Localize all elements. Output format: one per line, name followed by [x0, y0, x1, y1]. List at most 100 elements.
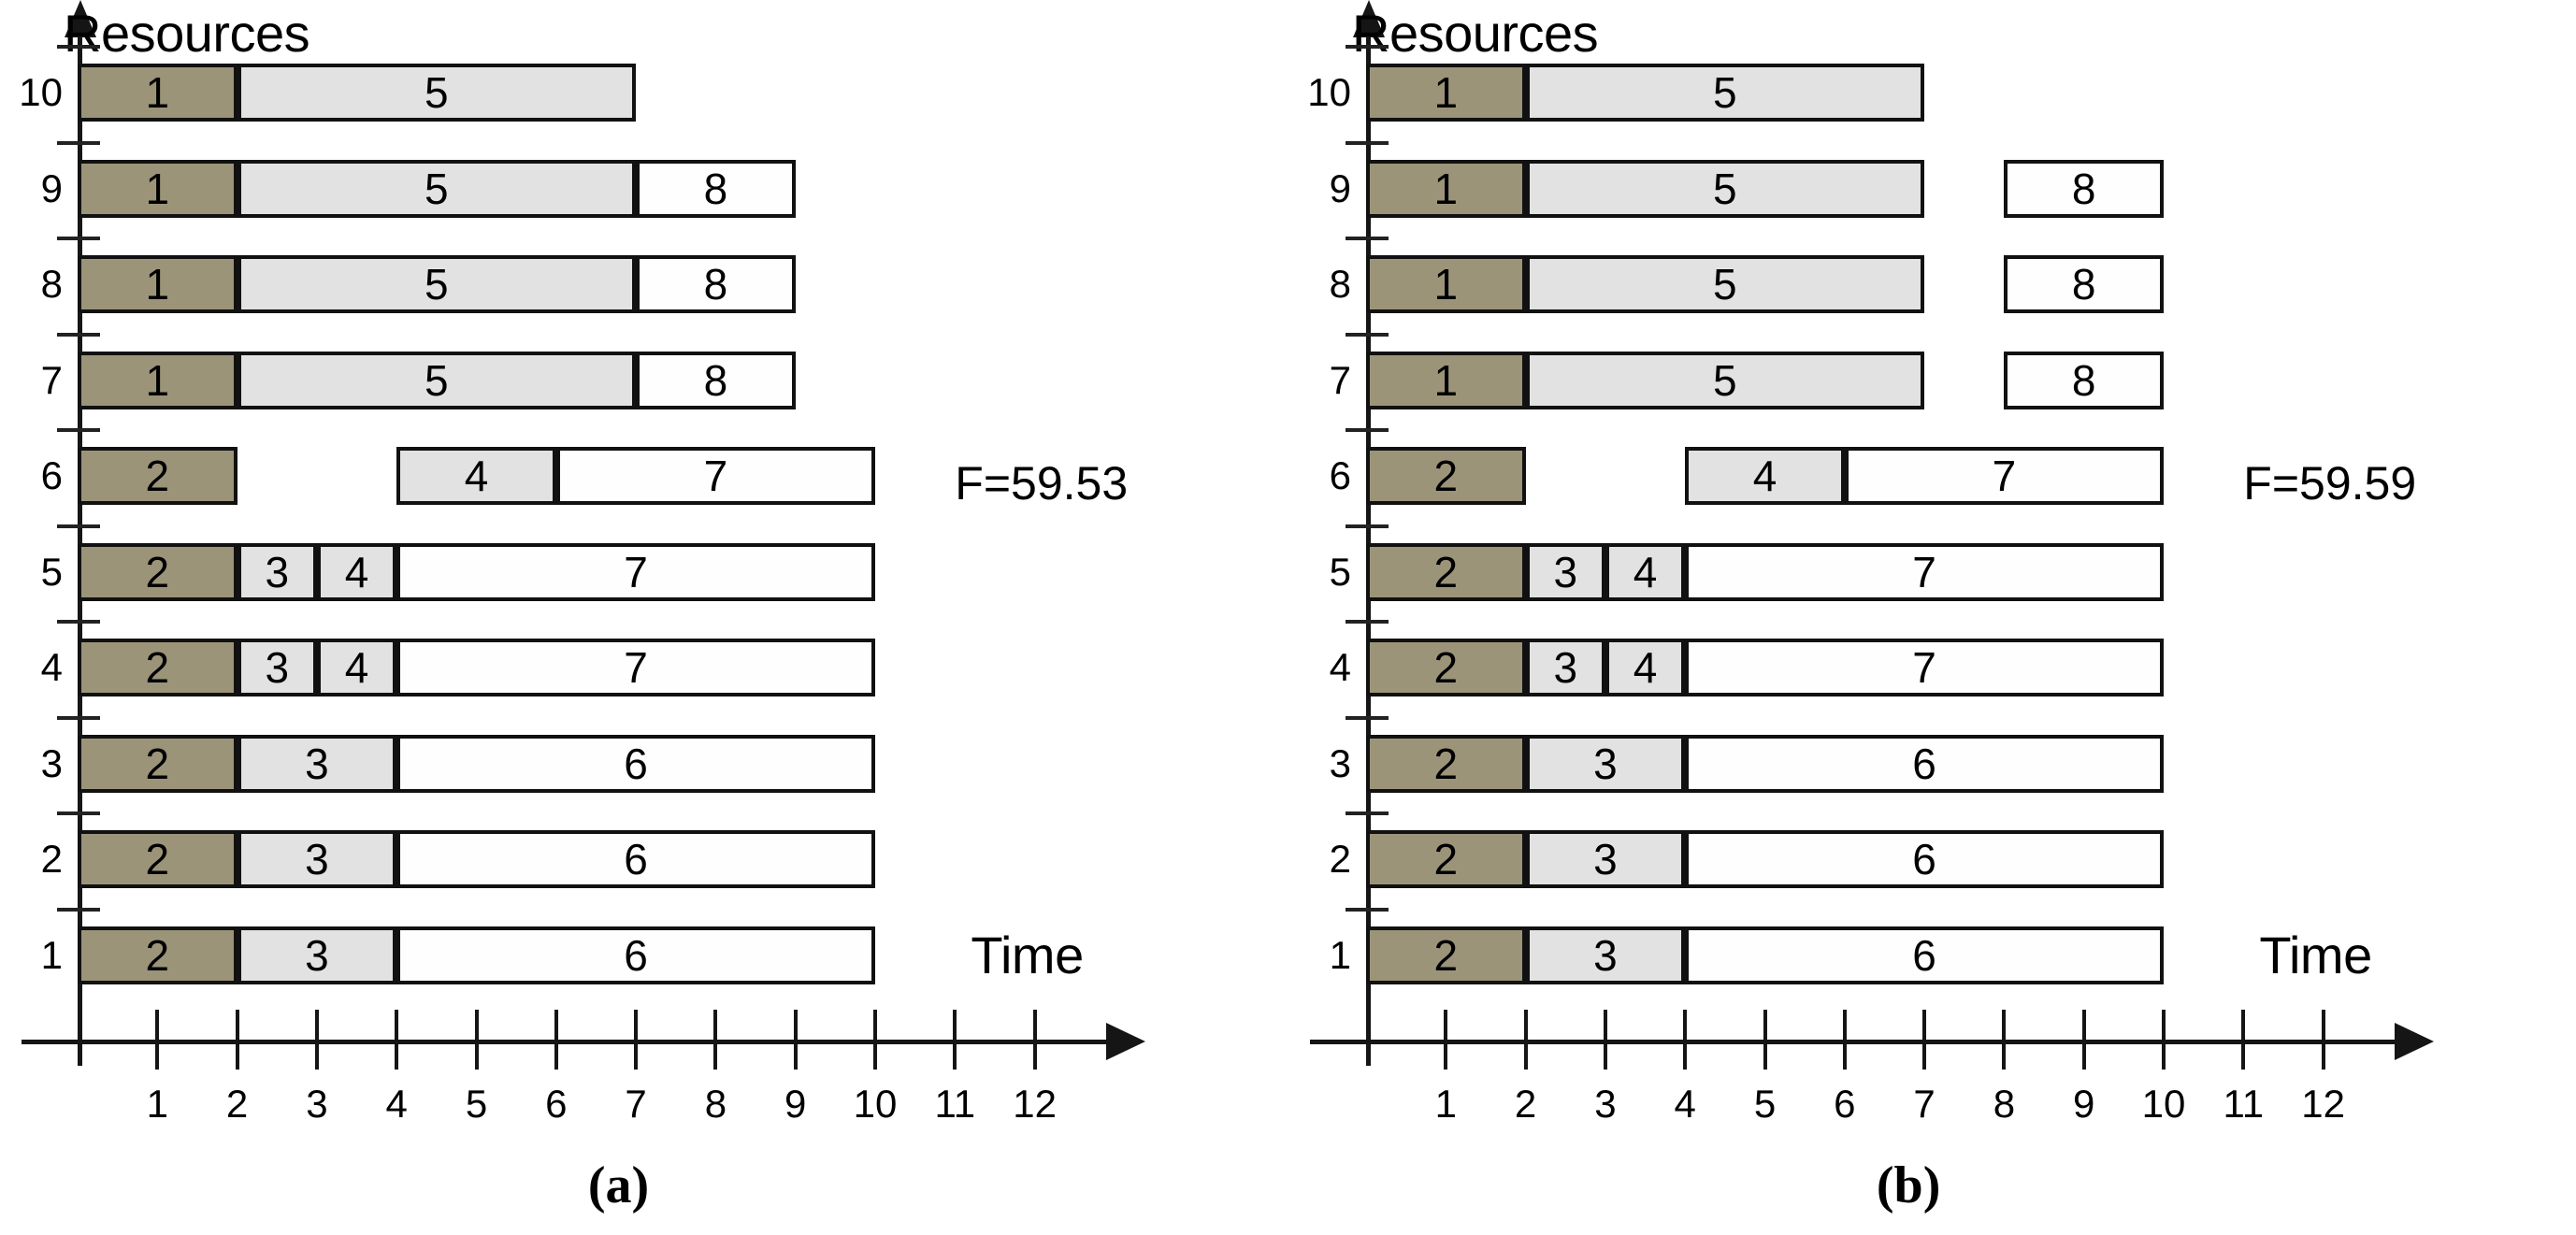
gantt-task-bar[interactable]: 2 [78, 542, 237, 601]
gantt-task-bar[interactable]: 6 [396, 830, 875, 888]
y-tick-label-5: 5 [40, 549, 63, 594]
x-tick-3 [314, 1010, 319, 1070]
gantt-task-bar[interactable]: 3 [1525, 734, 1686, 793]
gantt-task-bar[interactable]: 3 [1525, 830, 1686, 888]
gantt-task-bar[interactable]: 2 [78, 926, 237, 984]
gantt-task-bar[interactable]: 1 [1366, 64, 1526, 122]
gantt-task-bar[interactable]: 2 [1366, 542, 1526, 601]
gantt-task-label: 6 [1912, 930, 1936, 980]
gantt-task-bar[interactable]: 6 [1685, 830, 2164, 888]
gantt-task-bar[interactable]: 2 [78, 734, 237, 793]
gantt-task-bar[interactable]: 5 [1525, 159, 1925, 218]
gantt-task-bar[interactable]: 1 [78, 351, 237, 409]
gantt-task-bar[interactable]: 7 [555, 447, 875, 505]
x-tick-label-11: 11 [934, 1082, 976, 1126]
gantt-task-bar[interactable]: 8 [2004, 351, 2164, 409]
gantt-task-bar[interactable]: 5 [1525, 255, 1925, 313]
x-tick-label-9: 9 [784, 1082, 807, 1126]
gantt-task-bar[interactable]: 7 [1685, 542, 2164, 601]
gantt-task-bar[interactable]: 5 [237, 159, 637, 218]
gantt-task-bar[interactable]: 2 [78, 830, 237, 888]
gantt-task-bar[interactable]: 1 [78, 64, 237, 122]
gantt-task-bar[interactable]: 5 [1525, 64, 1925, 122]
gantt-task-label: 3 [1593, 930, 1618, 980]
gantt-task-bar[interactable]: 8 [2004, 255, 2164, 313]
gantt-task-bar[interactable]: 6 [396, 734, 875, 793]
gantt-task-bar[interactable]: 3 [237, 734, 397, 793]
x-tick-label-10: 10 [2141, 1082, 2186, 1126]
gantt-task-bar[interactable]: 4 [396, 447, 556, 505]
gantt-task-label: 2 [145, 643, 170, 692]
gantt-task-bar[interactable]: 3 [237, 542, 317, 601]
gantt-task-bar[interactable]: 1 [78, 159, 237, 218]
gantt-task-bar[interactable]: 6 [1685, 926, 2164, 984]
gantt-task-label: 2 [1433, 452, 1459, 500]
gantt-task-bar[interactable]: 3 [1525, 542, 1605, 601]
x-tick-2 [1523, 1010, 1528, 1070]
gantt-task-bar[interactable]: 2 [1366, 926, 1526, 984]
y-tick-label-2: 2 [40, 837, 63, 881]
gantt-task-bar[interactable]: 1 [78, 255, 237, 313]
gantt-task-bar[interactable]: 6 [1685, 734, 2164, 793]
gantt-task-label: 3 [265, 547, 290, 596]
y-tick-label-6: 6 [1329, 453, 1351, 497]
gantt-task-label: 3 [1593, 835, 1618, 883]
gantt-task-bar[interactable]: 3 [237, 830, 397, 888]
x-axis-line [22, 1040, 1107, 1044]
gantt-task-bar[interactable]: 4 [1605, 542, 1686, 601]
gantt-task-bar[interactable]: 5 [237, 255, 637, 313]
gantt-task-label: 7 [1992, 452, 2017, 500]
gantt-task-bar[interactable]: 2 [1366, 447, 1526, 505]
gantt-task-bar[interactable]: 7 [1844, 447, 2164, 505]
gantt-task-bar[interactable]: 7 [1685, 639, 2164, 696]
gantt-task-bar[interactable]: 4 [316, 639, 397, 696]
y-tick-label-10: 10 [19, 70, 63, 114]
y-tick-label-3: 3 [1329, 740, 1351, 785]
gantt-task-bar[interactable]: 2 [78, 447, 237, 505]
gantt-task-label: 2 [145, 739, 170, 788]
gantt-task-label: 2 [1433, 547, 1459, 596]
x-tick-10 [2162, 1010, 2166, 1070]
x-tick-4 [1683, 1010, 1688, 1070]
gantt-task-bar[interactable]: 3 [237, 639, 317, 696]
x-tick-6 [1842, 1010, 1847, 1070]
gantt-task-bar[interactable]: 6 [396, 926, 875, 984]
gantt-task-bar[interactable]: 3 [1525, 926, 1686, 984]
gantt-task-bar[interactable]: 2 [1366, 734, 1526, 793]
gantt-task-bar[interactable]: 7 [396, 639, 875, 696]
gantt-task-bar[interactable]: 1 [1366, 159, 1526, 218]
gantt-task-bar[interactable]: 3 [1525, 639, 1605, 696]
gantt-task-bar[interactable]: 8 [2004, 159, 2164, 218]
gantt-task-bar[interactable]: 8 [636, 255, 796, 313]
y-tick-label-2: 2 [1329, 837, 1351, 881]
y-tick-3 [57, 715, 100, 720]
gantt-task-bar[interactable]: 2 [1366, 830, 1526, 888]
gantt-task-label: 8 [703, 260, 728, 309]
y-axis-title: Resources [64, 4, 310, 63]
gantt-task-bar[interactable]: 4 [316, 542, 397, 601]
x-tick-label-11: 11 [2223, 1082, 2265, 1126]
y-tick-label-8: 8 [40, 262, 63, 306]
gantt-task-label: 1 [145, 355, 170, 405]
gantt-task-bar[interactable]: 8 [636, 159, 796, 218]
gantt-task-bar[interactable]: 5 [1525, 351, 1925, 409]
y-tick-label-7: 7 [40, 357, 63, 402]
gantt-task-bar[interactable]: 4 [1605, 639, 1686, 696]
gantt-task-bar[interactable]: 8 [636, 351, 796, 409]
gantt-task-bar[interactable]: 5 [237, 351, 637, 409]
gantt-task-bar[interactable]: 4 [1685, 447, 1845, 505]
gantt-task-bar[interactable]: 2 [78, 639, 237, 696]
gantt-task-bar[interactable]: 5 [237, 64, 637, 122]
gantt-task-label: 5 [425, 164, 449, 213]
gantt-task-bar[interactable]: 3 [237, 926, 397, 984]
x-tick-11 [953, 1010, 957, 1070]
gantt-task-bar[interactable]: 1 [1366, 351, 1526, 409]
gantt-task-bar[interactable]: 7 [396, 542, 875, 601]
y-tick-label-4: 4 [1329, 645, 1351, 689]
y-tick-2 [57, 811, 100, 815]
gantt-task-bar[interactable]: 2 [1366, 639, 1526, 696]
gantt-task-bar[interactable]: 1 [1366, 255, 1526, 313]
y-tick-9 [57, 140, 100, 145]
y-tick-label-3: 3 [40, 740, 63, 785]
